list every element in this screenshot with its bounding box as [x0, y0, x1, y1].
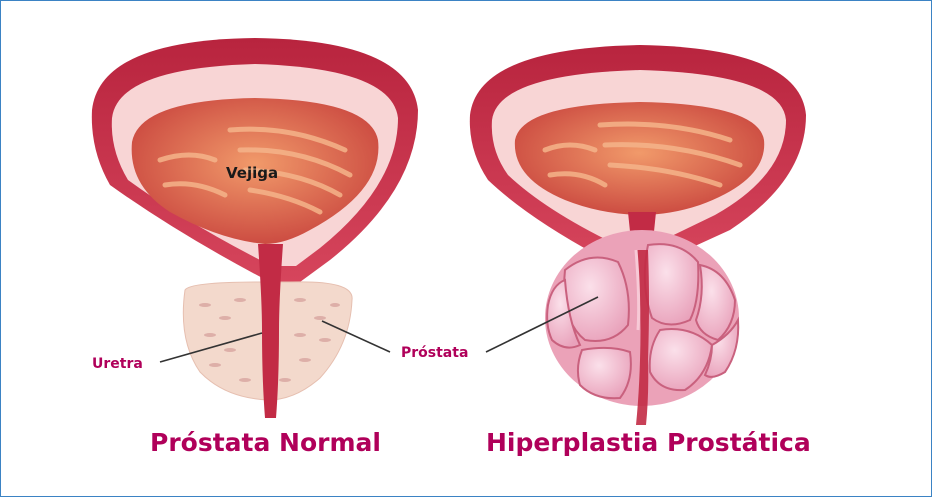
prostate-lobe-3: [578, 348, 631, 398]
caption-hyperplasia: Hiperplastia Prostática: [486, 428, 811, 457]
caption-normal: Próstata Normal: [150, 428, 381, 457]
prostate-lobe-4: [645, 244, 699, 324]
prostata-label: Próstata: [401, 345, 468, 361]
vejiga-label: Vejiga: [226, 164, 278, 182]
hyperplasia-prostate-diagram: [470, 45, 806, 425]
uretra-label: Uretra: [92, 356, 143, 372]
